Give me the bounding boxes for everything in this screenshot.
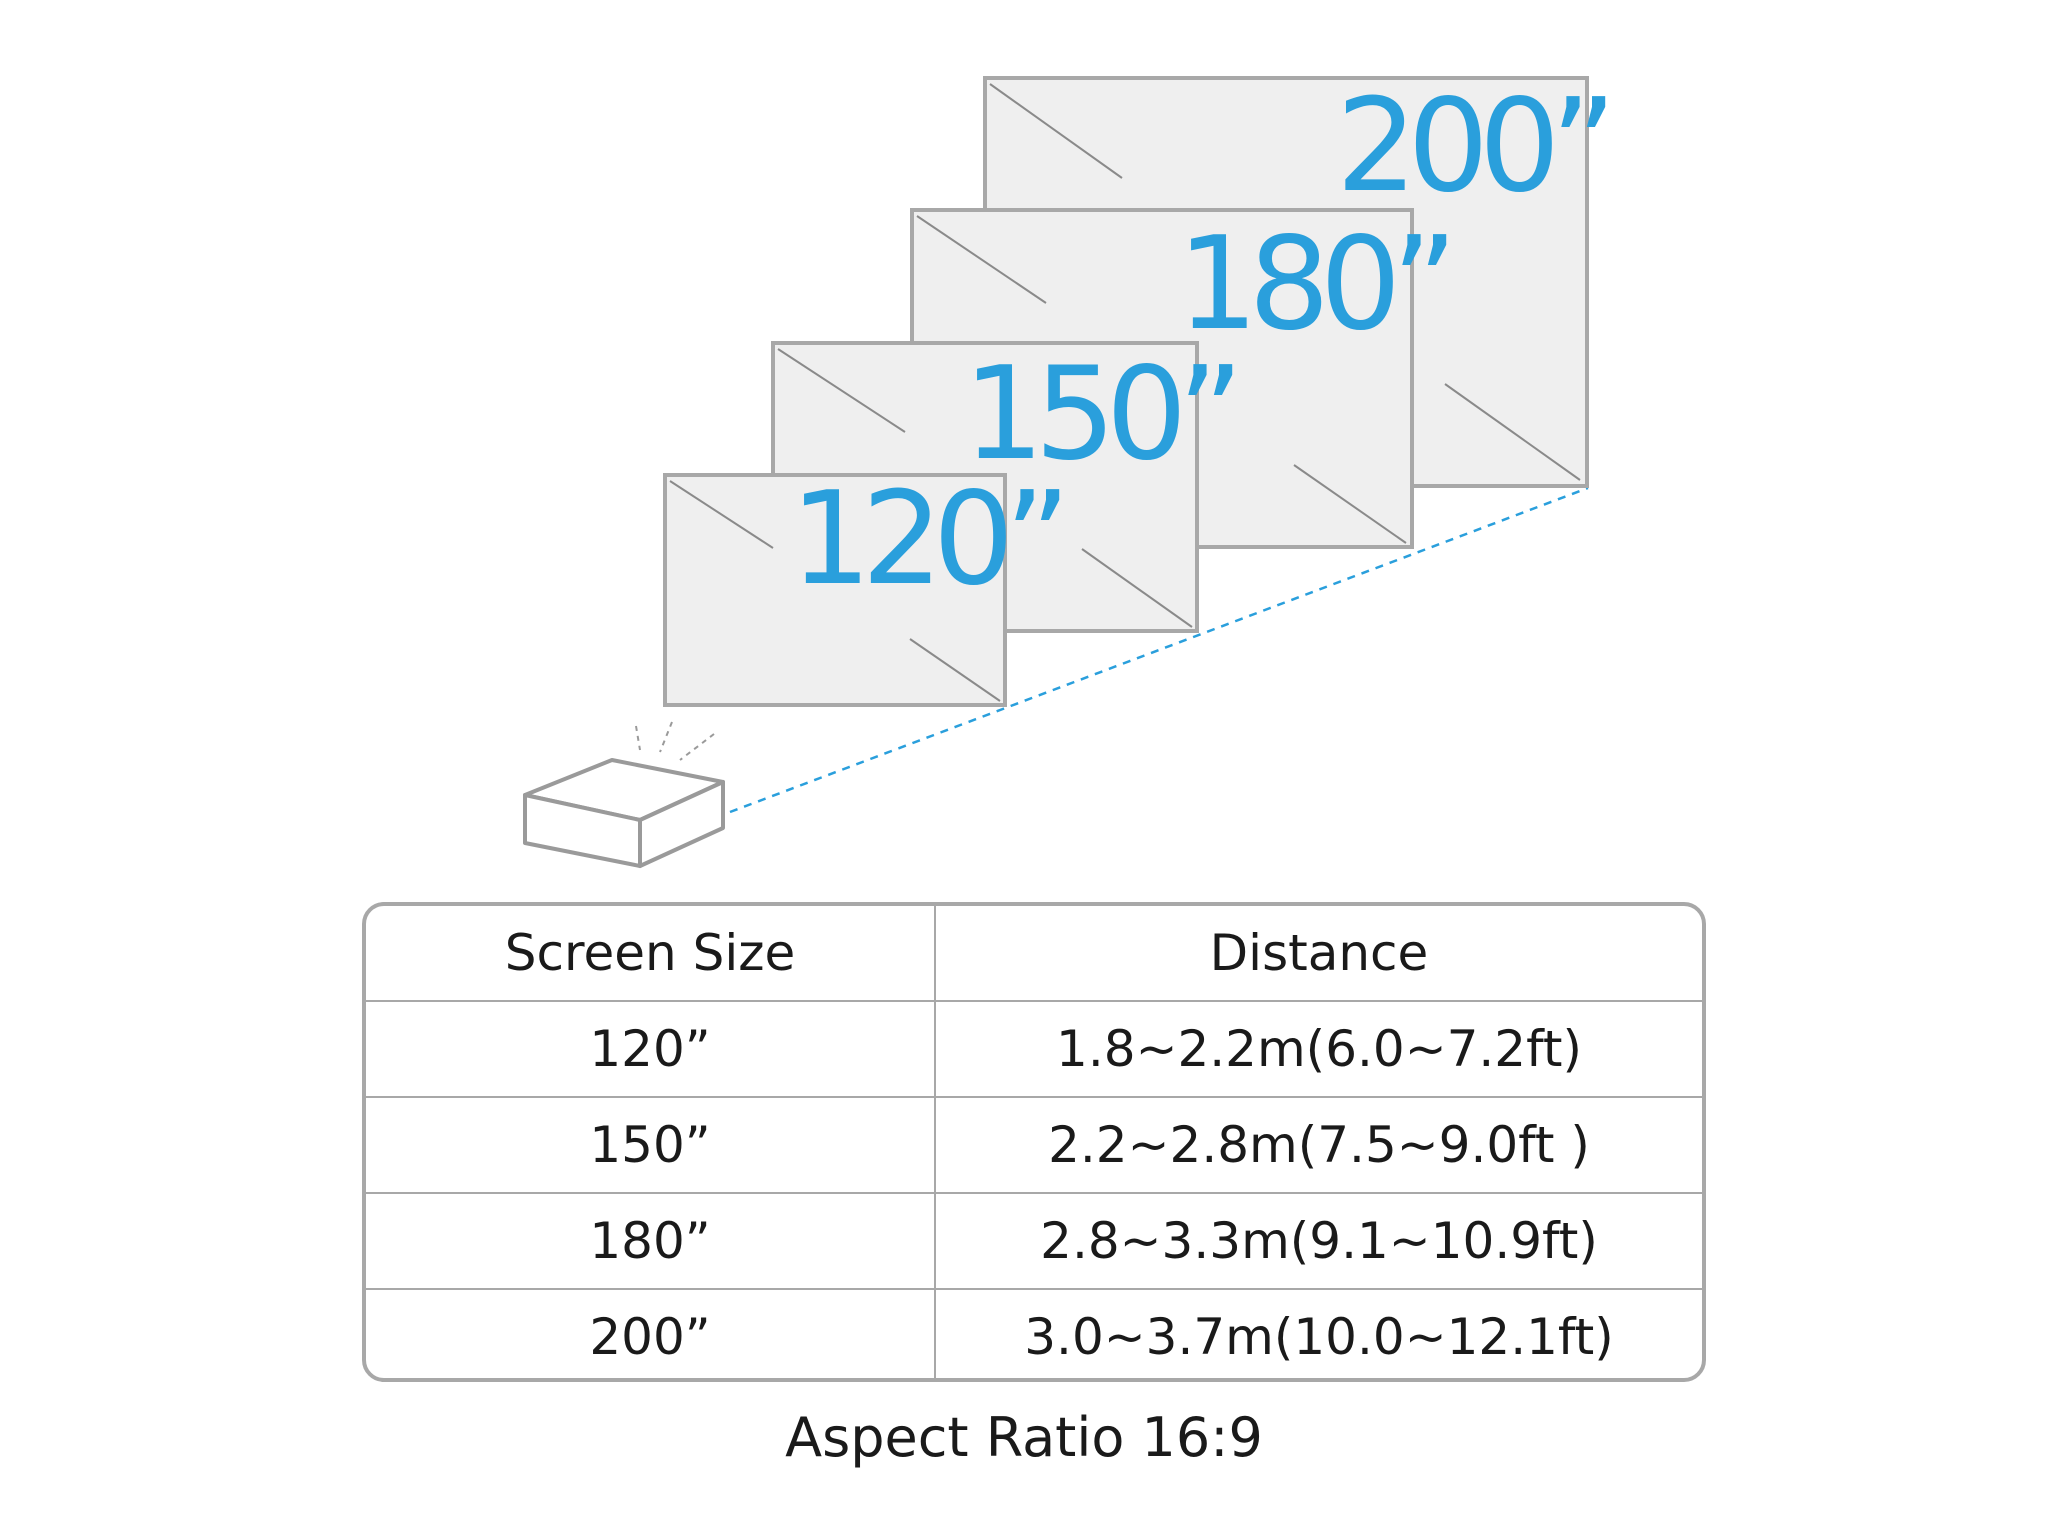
screen-180-corner-line-bottom [1293,464,1407,544]
projector-right-face [638,780,725,868]
cell-distance: 2.2~2.8m(7.5~9.0ft ) [935,1097,1702,1194]
cell-distance: 3.0~3.7m(10.0~12.1ft) [1024,1308,1614,1366]
cell-distance: 1.8~2.2m(6.0~7.2ft) [935,1001,1702,1098]
projector-icon [523,721,725,868]
screen-150-label: 150” [963,340,1234,489]
screen-180-label: 180” [1177,210,1448,359]
aspect-ratio-caption: Aspect Ratio 16:9 [785,1406,1263,1469]
table-row: 200” 3.0~3.7m(10.0~12.1ft) [366,1289,1702,1378]
light-ray-right [679,733,715,761]
throw-distance-grid: Screen Size Distance 120” 1.8~2.2m(6.0~7… [366,906,1702,1378]
projection-beam-line [729,486,1589,814]
table-row: 120” 1.8~2.2m(6.0~7.2ft) [366,1001,1702,1098]
screen-120-label: 120” [790,465,1061,614]
screen-200-label: 200” [1336,72,1607,221]
cell-screen-size: 180” [366,1193,936,1290]
screen-150-corner-line-bottom [1081,548,1193,628]
light-ray-left [635,725,641,751]
screen-120-corner-line-top [669,480,774,549]
header-screen-size: Screen Size [366,906,936,1002]
cell-distance: 2.8~3.3m(9.1~10.9ft) [935,1193,1702,1290]
screen-180-corner-line-top [916,215,1047,304]
table-header-row: Screen Size Distance [366,906,1702,1002]
screen-200-corner-line-top [989,83,1123,179]
header-distance: Distance [935,906,1702,1002]
cell-screen-size: 150” [366,1097,936,1194]
cell-screen-size: 200” [366,1289,936,1378]
light-ray-middle [659,721,673,753]
throw-distance-table: Screen Size Distance 120” 1.8~2.2m(6.0~7… [362,902,1706,1382]
screen-200-corner-line-bottom [1444,383,1581,481]
table-row: 180” 2.8~3.3m(9.1~10.9ft) [366,1193,1702,1290]
table-row: 150” 2.2~2.8m(7.5~9.0ft ) [366,1097,1702,1194]
cell-screen-size: 120” [366,1001,936,1098]
screen-150-corner-line-top [777,348,906,433]
screen-120: 120” [663,465,1071,707]
screen-120-corner-line-bottom [909,638,1001,702]
screen-120-frame [663,473,1007,707]
